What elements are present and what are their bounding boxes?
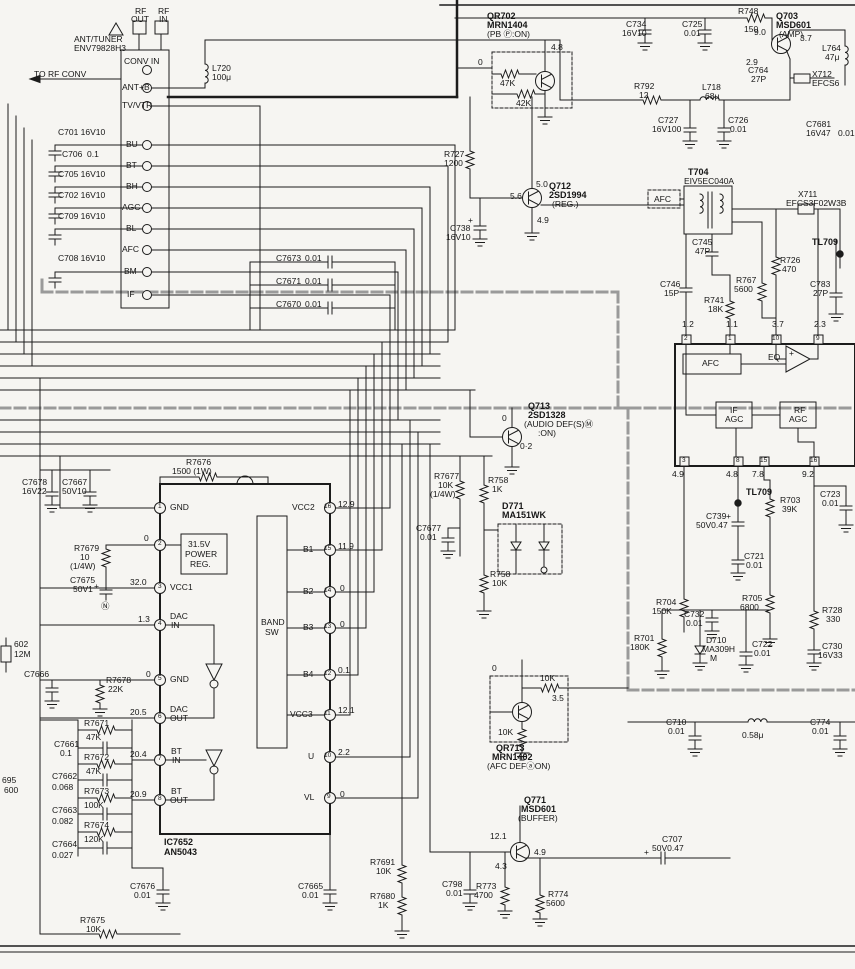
r7671-resistor	[93, 725, 119, 735]
r7673-resistor	[93, 793, 119, 803]
bus-wires	[0, 103, 493, 457]
r767-resistor	[757, 279, 767, 305]
c7675-capacitor	[99, 583, 113, 601]
c738-capacitor	[473, 219, 487, 237]
l764-inductor	[844, 45, 849, 66]
rf-agc-box	[779, 401, 817, 429]
c7661-capacitor	[96, 741, 114, 755]
q713-transistor	[502, 427, 522, 447]
arrow-left-icon	[28, 74, 41, 84]
r7674-resistor	[93, 827, 119, 837]
c7676-capacitor	[156, 883, 170, 901]
r728-resistor	[809, 607, 819, 633]
r773-resistor	[500, 883, 510, 909]
r7676-resistor	[195, 472, 221, 482]
band-sw-box	[256, 515, 288, 749]
shield-boundary	[0, 278, 855, 692]
c774-capacitor	[833, 729, 847, 747]
left-parts-area	[0, 377, 338, 939]
c7667-capacitor	[83, 485, 97, 503]
c7666-capacitor	[45, 681, 59, 699]
tl709-test-point	[836, 250, 844, 258]
x711-crystal	[797, 203, 815, 215]
qr713-transistor	[512, 702, 532, 722]
c730-capacitor	[807, 643, 821, 661]
if-agc-box	[715, 401, 753, 429]
r792-resistor	[639, 95, 665, 105]
page-borders	[0, 4, 855, 953]
r7677-resistor	[455, 477, 465, 503]
t704-area	[647, 185, 844, 336]
c723-capacitor	[839, 499, 853, 517]
eq-amp-icon	[785, 345, 812, 373]
r774-resistor	[535, 891, 545, 917]
c7662-capacitor	[96, 773, 114, 787]
tl709-test-point-2	[734, 499, 742, 507]
c783-capacitor	[829, 286, 843, 304]
c798-capacitor	[463, 883, 477, 901]
r7680-resistor	[397, 893, 407, 919]
r7672-resistor	[93, 759, 119, 769]
r727-resistor	[465, 147, 475, 173]
c721-capacitor	[731, 553, 745, 571]
r7679-resistor	[101, 545, 111, 571]
ic7652-block	[39, 341, 419, 835]
c7665-capacitor	[323, 883, 337, 901]
r758-1k-resistor	[479, 481, 489, 507]
q703-transistor	[771, 34, 791, 54]
r741-resistor	[725, 297, 735, 323]
ant-tuner-unit	[28, 0, 561, 509]
tuner-ic-block	[674, 334, 855, 467]
r758-10k-resistor	[479, 571, 489, 597]
t704-transformer	[683, 185, 733, 235]
q771-transistor	[510, 842, 530, 862]
c710-capacitor	[688, 729, 702, 747]
c746-capacitor	[679, 281, 693, 299]
c745-capacitor	[705, 245, 719, 263]
q771-stage	[394, 443, 731, 939]
mid-right-parts	[654, 465, 854, 679]
q712-stage	[465, 96, 685, 247]
l720-inductor	[204, 63, 209, 84]
c732-capacitor	[705, 611, 719, 629]
r7677-chain	[440, 455, 499, 619]
qr702-stage	[456, 39, 573, 125]
afc-internal-box	[682, 353, 742, 375]
c7663-capacitor	[96, 807, 114, 821]
q712-transistor	[522, 188, 542, 208]
x712-crystal	[793, 73, 811, 84]
d710-diode	[694, 639, 706, 661]
q713-stage	[469, 389, 522, 475]
r792-row	[559, 39, 791, 149]
r705-resistor	[765, 591, 775, 617]
r7678-resistor	[95, 681, 105, 707]
r726-resistor	[771, 253, 781, 279]
c739-capacitor	[731, 515, 745, 533]
d771-block	[497, 523, 563, 575]
r704-resistor	[679, 595, 689, 621]
q703-stage	[454, 13, 849, 86]
qr702-transistor	[535, 71, 555, 91]
l718-inductor	[699, 96, 720, 101]
r701-resistor	[657, 635, 667, 661]
warning-icon	[108, 22, 124, 36]
r7675-resistor	[95, 929, 121, 939]
power-reg-box	[180, 533, 228, 575]
c707-capacitor	[654, 851, 672, 865]
l-0p58-inductor	[747, 718, 768, 723]
r7691-resistor	[397, 861, 407, 887]
bottom-right-row	[627, 718, 855, 757]
crystal-602	[0, 645, 12, 663]
c7678-capacitor	[45, 485, 59, 503]
r748-resistor	[743, 13, 769, 23]
c722-capacitor	[739, 645, 753, 663]
c7664-capacitor	[96, 841, 114, 855]
qr713-stage	[489, 659, 629, 761]
c7677-capacitor	[441, 531, 455, 549]
r703-resistor	[765, 495, 775, 521]
